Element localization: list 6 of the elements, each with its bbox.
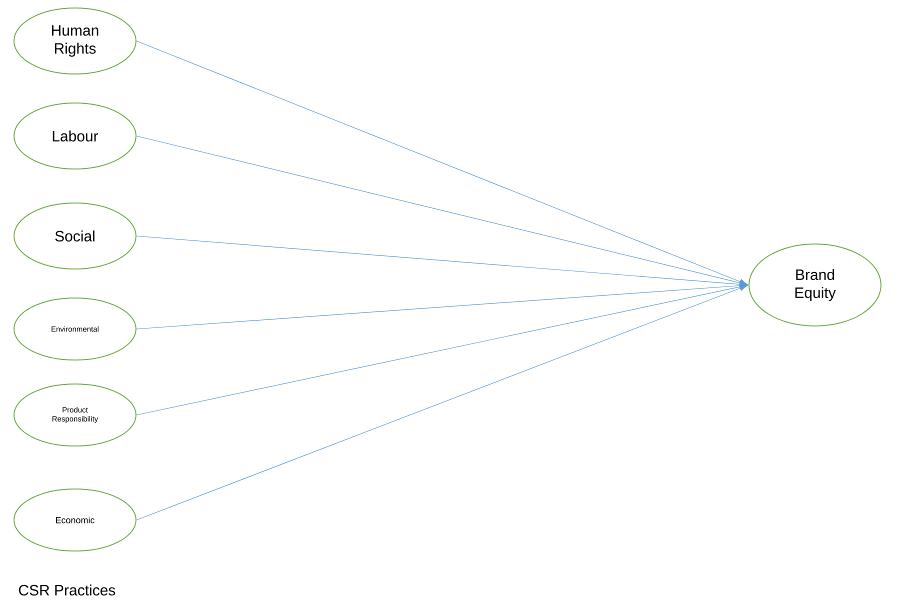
arrow [136,282,748,330]
group-label: CSR Practices [18,584,116,596]
arrow [136,40,748,285]
arrow [136,284,748,416]
arrow [136,136,748,286]
arrow [136,285,748,520]
